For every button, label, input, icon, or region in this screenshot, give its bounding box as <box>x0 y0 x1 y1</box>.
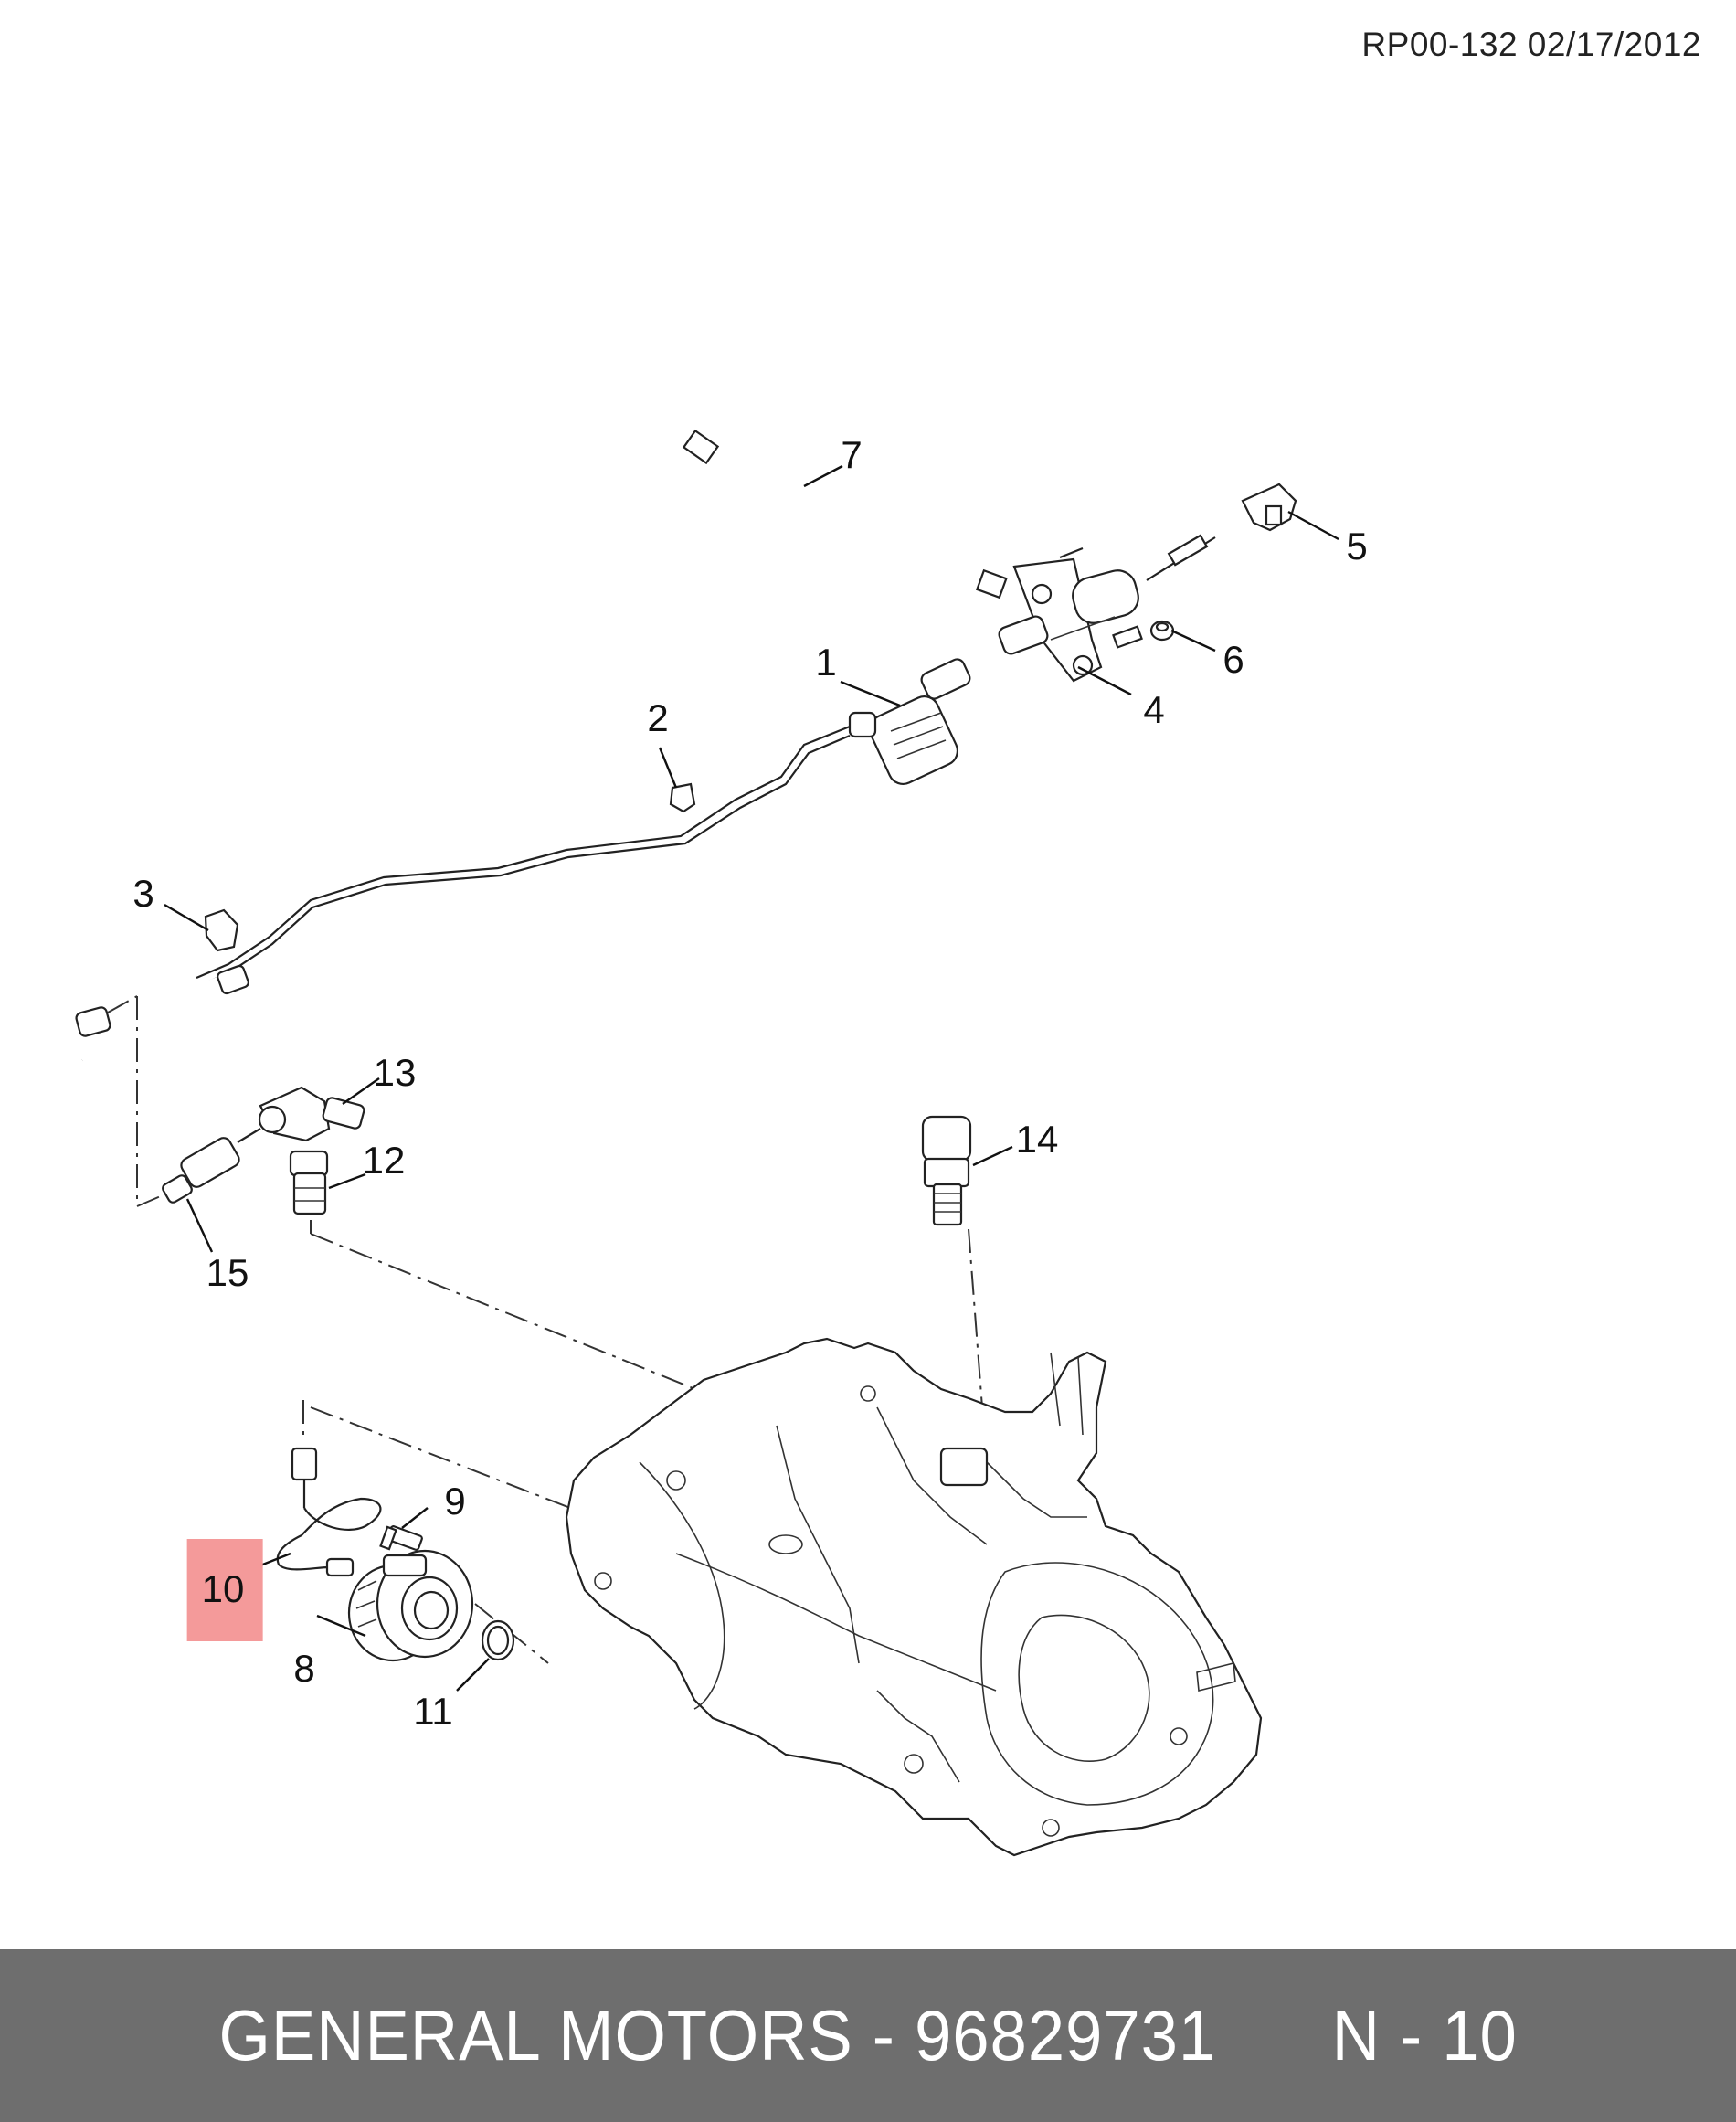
callout-9: 9 <box>444 1480 466 1523</box>
master-cylinder-part-4 <box>998 546 1143 683</box>
bolt-part-9 <box>379 1525 423 1551</box>
fitting-part-15 <box>162 1128 261 1204</box>
transmission-housing <box>565 1337 1263 1857</box>
document-code-date: RP00-132 02/17/2012 <box>1361 26 1701 63</box>
slave-cylinder-part-8 <box>347 1549 474 1662</box>
nut-part-6 <box>1149 620 1175 642</box>
footer-banner: GENERAL MOTORS - 96829731 N - 10 <box>0 1949 1736 2122</box>
o-ring-part-11 <box>481 1619 515 1661</box>
connector-part-1 <box>848 658 971 785</box>
bracket-part-3 <box>204 908 239 952</box>
sensor-part-14 <box>921 1115 972 1226</box>
hydraulic-line-part-10 <box>276 1447 382 1577</box>
exploded-view-drawing <box>29 429 1339 1857</box>
callout-12: 12 <box>362 1139 406 1182</box>
tee-fitting-part-13 <box>258 1086 365 1142</box>
callout-1: 1 <box>815 641 837 684</box>
footer-part-number: GENERAL MOTORS - 96829731 N - 10 <box>218 1995 1518 2075</box>
clutch-pipe <box>29 725 851 1207</box>
clip-part-2 <box>669 782 696 813</box>
callout-7: 7 <box>841 433 863 476</box>
callout-2: 2 <box>647 696 669 739</box>
callout-15: 15 <box>206 1251 249 1294</box>
pushrod-part-5 <box>1146 483 1297 581</box>
callout-3: 3 <box>132 872 154 915</box>
callout-5: 5 <box>1346 525 1368 568</box>
callout-11: 11 <box>413 1690 453 1733</box>
callout-10-highlighted: 10 <box>186 1539 263 1641</box>
callout-13: 13 <box>373 1051 417 1094</box>
leader-lines <box>164 464 1339 1692</box>
callout-4: 4 <box>1143 688 1165 731</box>
callout-8: 8 <box>293 1647 315 1690</box>
fitting-part-12 <box>289 1150 329 1215</box>
callout-6: 6 <box>1223 638 1244 681</box>
hose-part-7 <box>682 429 1008 599</box>
callout-14: 14 <box>1015 1118 1059 1161</box>
